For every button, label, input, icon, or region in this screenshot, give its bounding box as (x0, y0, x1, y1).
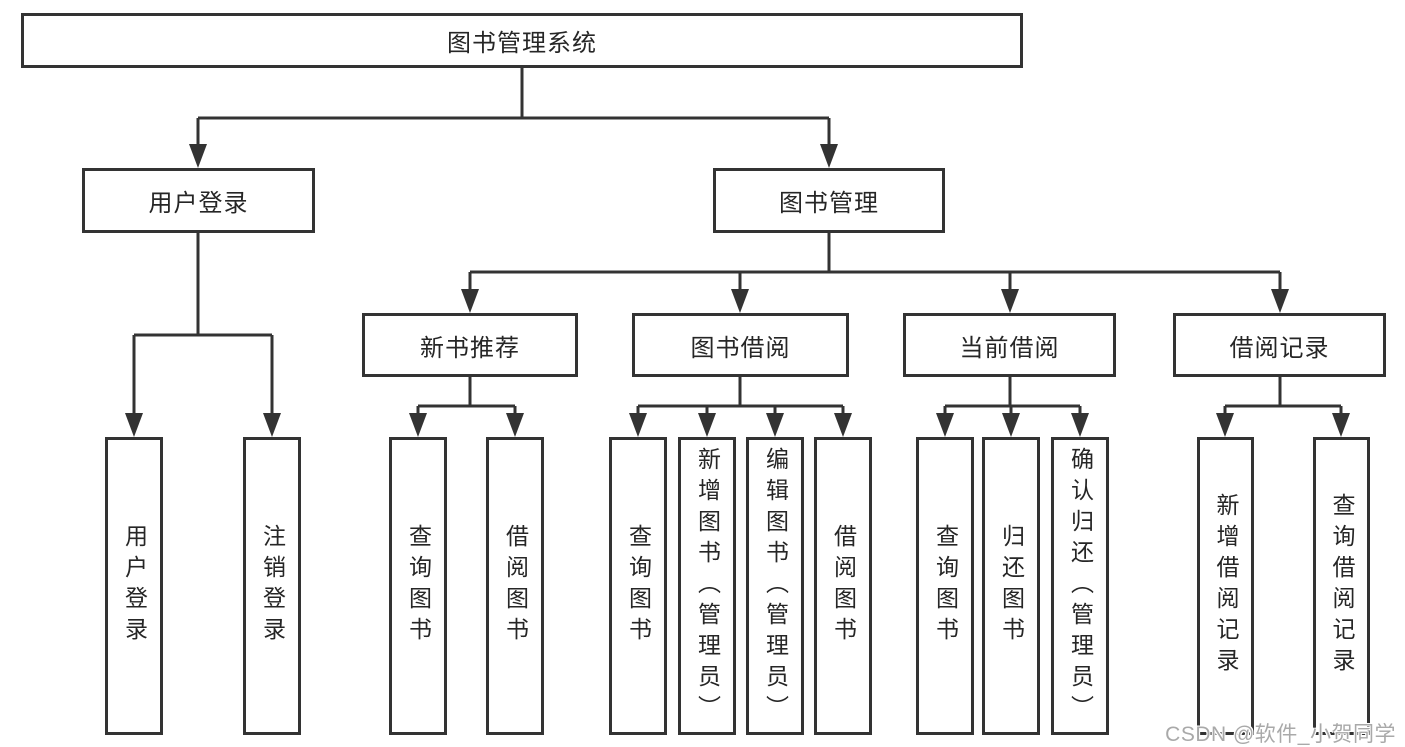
leaf-label: 查询图书 (405, 524, 432, 648)
arrow-down-icon (1332, 413, 1350, 437)
arrow-down-icon (698, 413, 716, 437)
arrow-down-icon (936, 413, 954, 437)
leaf-label: 注销登录 (259, 524, 286, 648)
leaf-recommend-query-book: 查询图书 (389, 437, 447, 735)
arrow-down-icon (820, 144, 838, 168)
leaf-label: 查询借阅记录 (1329, 493, 1355, 679)
leaf-recommend-borrow-book: 借阅图书 (486, 437, 544, 735)
leaf-label: 用户登录 (121, 524, 148, 648)
node-label: 用户登录 (148, 190, 249, 217)
arrow-down-icon (461, 289, 479, 313)
arrow-down-icon (1271, 289, 1289, 313)
node-current-borrow: 当前借阅 (903, 313, 1116, 377)
arrow-down-icon (731, 289, 749, 313)
leaf-confirm-return-admin: 确认归还（管理员） (1051, 437, 1109, 735)
node-book-management: 图书管理 (713, 168, 945, 233)
arrow-down-icon (506, 413, 524, 437)
leaf-label: 编辑图书（管理员） (762, 446, 789, 726)
arrow-down-icon (1216, 413, 1234, 437)
leaf-edit-book-admin: 编辑图书（管理员） (746, 437, 804, 735)
arrow-down-icon (1071, 413, 1089, 437)
arrowhead-icons (125, 144, 1350, 437)
leaf-label: 归还图书 (998, 524, 1025, 648)
arrow-down-icon (263, 413, 281, 437)
arrow-down-icon (766, 413, 784, 437)
node-label: 图书借阅 (690, 334, 791, 362)
leaf-return-book: 归还图书 (982, 437, 1040, 735)
arrow-down-icon (1001, 289, 1019, 313)
arrow-down-icon (409, 413, 427, 437)
leaf-borrow-borrow-book: 借阅图书 (814, 437, 872, 735)
node-new-book-recommend: 新书推荐 (362, 313, 578, 377)
node-label: 新书推荐 (420, 334, 520, 362)
leaf-label: 查询图书 (932, 524, 959, 648)
node-label: 当前借阅 (959, 334, 1060, 362)
connector-stems (132, 68, 1343, 415)
node-user-login: 用户登录 (82, 168, 315, 233)
leaf-add-borrow-record: 新增借阅记录 (1197, 437, 1254, 735)
node-book-borrow: 图书借阅 (632, 313, 849, 377)
leaf-current-query-book: 查询图书 (916, 437, 974, 735)
leaf-label: 新增图书（管理员） (694, 446, 721, 726)
leaf-label: 借阅图书 (830, 524, 857, 648)
leaf-label: 借阅图书 (502, 524, 529, 648)
leaf-label: 查询图书 (625, 524, 652, 648)
node-borrow-records: 借阅记录 (1173, 313, 1386, 377)
node-label: 借阅记录 (1229, 334, 1330, 362)
arrow-down-icon (1002, 413, 1020, 437)
csdn-watermark: CSDN @软件_小贺同学 (1165, 723, 1396, 746)
arrow-down-icon (834, 413, 852, 437)
node-label: 图书管理 (779, 190, 879, 217)
leaf-label: 确认归还（管理员） (1067, 446, 1094, 726)
leaf-query-borrow-record: 查询借阅记录 (1313, 437, 1370, 735)
leaf-add-book-admin: 新增图书（管理员） (678, 437, 736, 735)
arrow-down-icon (189, 144, 207, 168)
node-library-management-system: 图书管理系统 (21, 13, 1023, 68)
arrow-down-icon (629, 413, 647, 437)
node-label: 图书管理系统 (447, 30, 597, 57)
arrow-down-icon (125, 413, 143, 437)
leaf-logout: 注销登录 (243, 437, 301, 735)
leaf-user-login: 用户登录 (105, 437, 163, 735)
leaf-borrow-query-book: 查询图书 (609, 437, 667, 735)
leaf-label: 新增借阅记录 (1213, 493, 1239, 679)
